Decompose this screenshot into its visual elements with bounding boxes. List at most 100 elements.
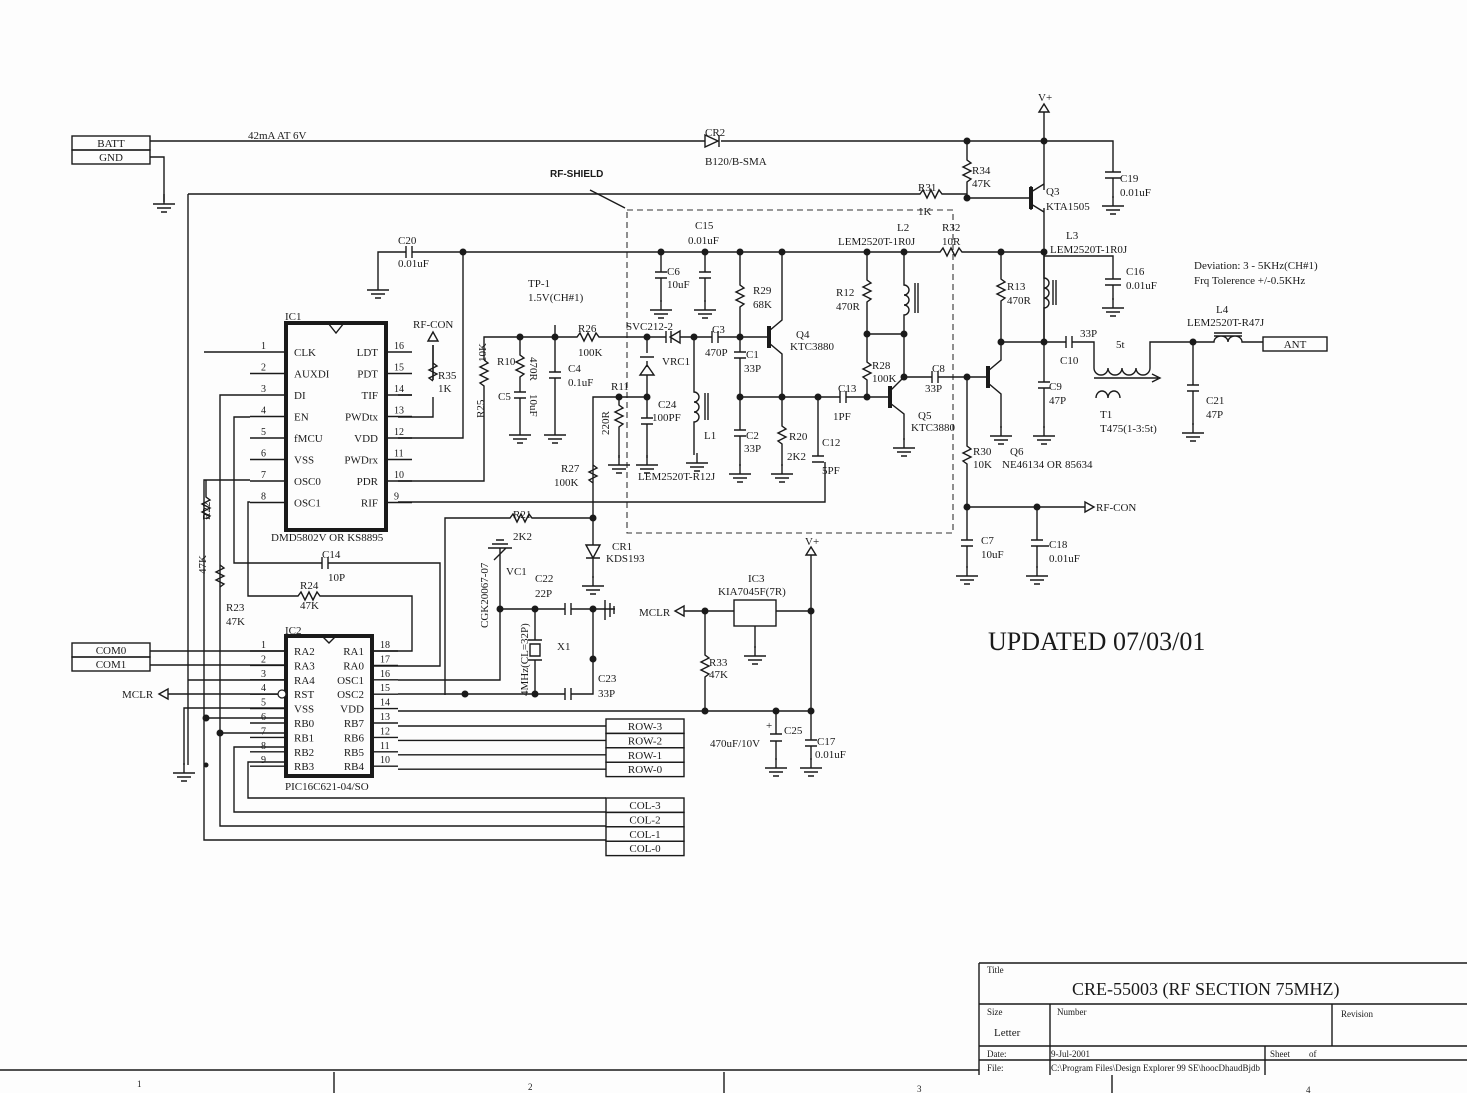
resistor-r21-diode-cr1 [444, 505, 602, 695]
capacitor-c13 [839, 391, 847, 403]
c5-value: 10uF [527, 394, 539, 417]
pin-number: 2 [261, 654, 266, 665]
q5-value: KTC3880 [911, 422, 956, 434]
q3-ref: Q3 [1046, 186, 1060, 198]
r12-value: 470R [836, 301, 861, 313]
vdd-wire [398, 252, 464, 439]
ic3-wiring [684, 610, 811, 648]
c15-ref: C15 [695, 220, 714, 232]
c1-ref: C1 [746, 349, 759, 361]
pin-number: 15 [380, 683, 390, 694]
ic3-part: KIA7045F(7R) [718, 586, 786, 598]
r10-ref: R10 [497, 356, 516, 368]
pin-name: RA2 [294, 646, 315, 658]
number-label: Number [1057, 1007, 1087, 1017]
pin-number: 14 [394, 384, 404, 395]
pin-number: 16 [380, 669, 390, 680]
pin-number: 4 [261, 406, 266, 417]
resistor-r30 [961, 377, 973, 540]
pin-name: EN [294, 412, 309, 424]
pin-number: 12 [380, 726, 390, 737]
ic1-pin-3: 3DI [250, 384, 306, 402]
pin-name: VDD [354, 433, 378, 445]
q6-value: NE46134 OR 85634 [1002, 459, 1093, 471]
capacitor-c3 [711, 331, 719, 343]
pin-number: 4 [261, 683, 266, 694]
c8-value: 33P [925, 383, 942, 395]
q3-value: KTA1505 [1046, 201, 1090, 213]
pin-name: RB6 [344, 732, 365, 744]
inductor-l1 [693, 337, 709, 455]
title-label: Title [987, 965, 1004, 975]
capacitor-c14 [321, 557, 329, 569]
r34-value: 47K [972, 178, 991, 190]
crystal-x1 [528, 609, 542, 694]
ground-symbol [152, 193, 176, 213]
zone-4: 4 [1306, 1085, 1311, 1093]
c14-ref: C14 [322, 549, 341, 561]
capacitor-c18 [1031, 507, 1049, 568]
pin-number: 10 [394, 470, 404, 481]
vrc1-ref: VRC1 [662, 356, 690, 368]
c20-value: 0.01uF [398, 258, 429, 270]
tp1-label: TP-1 [528, 278, 550, 290]
pin-name: RB1 [294, 732, 314, 744]
ic2-ref: IC2 [285, 625, 302, 637]
mclr-ic2-label: MCLR [122, 689, 154, 701]
pin-name: fMCU [294, 433, 323, 445]
ic2-pic16c621: IC2 PIC16C621-04/SO 1RA22RA33RA44RST5VSS… [250, 625, 398, 793]
pin-number: 3 [261, 669, 266, 680]
pin-number: 10 [380, 755, 390, 766]
crystal-ground-icon [604, 600, 615, 620]
r11-value: 220R [600, 411, 612, 436]
rf-shield-outline [626, 209, 954, 534]
r35-value: 1K [438, 383, 452, 395]
col-connector-col-0: COL-0 [605, 840, 685, 857]
c25-value: 470uF/10V [710, 738, 760, 750]
pin-name: VSS [294, 455, 314, 467]
l2-value: LEM2520T-1R0J [838, 236, 916, 248]
r25-ref: R25 [475, 399, 487, 418]
resistor-r33 [699, 611, 711, 711]
r35-ref: R35 [438, 370, 457, 382]
title-block: Title CRE-55003 (RF SECTION 75MHZ) Size … [978, 962, 1467, 1075]
transistor-q6 [967, 340, 1002, 428]
tp1-voltage: 1.5V(CH#1) [528, 292, 584, 304]
l4-ref: L4 [1216, 304, 1229, 316]
pin-number: 13 [394, 406, 404, 417]
batt-current-note: 42mA AT 6V [248, 130, 307, 142]
deviation-note: Deviation: 3 - 5KHz(CH#1) [1194, 260, 1318, 272]
q4-ref: Q4 [796, 329, 810, 341]
pin-name: RB3 [294, 761, 315, 773]
r13-value: 470R [1007, 295, 1032, 307]
l1-ref: L1 [704, 430, 716, 442]
c18-ref: C18 [1049, 539, 1068, 551]
r29-ref: R29 [753, 285, 772, 297]
r32-value: 10R [942, 236, 961, 248]
x1-value: 4MHz(CL=32P) [519, 623, 531, 696]
rif-wire [398, 462, 826, 503]
zone-1: 1 [137, 1079, 142, 1089]
gnd-connector: GND [71, 149, 151, 165]
capacitor-c25-c17 [770, 711, 817, 760]
q4-value: KTC3880 [790, 341, 835, 353]
vplus-arrow-icon [1037, 102, 1051, 113]
vrc1-value: SVC212-2 [626, 321, 673, 333]
c16-ref: C16 [1126, 266, 1145, 278]
pin-number: 7 [261, 726, 266, 737]
pin-number: 14 [380, 698, 390, 709]
zone-3: 3 [917, 1084, 922, 1093]
pin-number: 8 [261, 492, 266, 503]
c3-value: 470P [705, 347, 728, 359]
mclr-reg-label: MCLR [639, 607, 671, 619]
row-connector-row-1: ROW-1 [398, 747, 685, 763]
inductor-l4 [1193, 332, 1263, 343]
connector-label: COL-0 [629, 843, 661, 855]
